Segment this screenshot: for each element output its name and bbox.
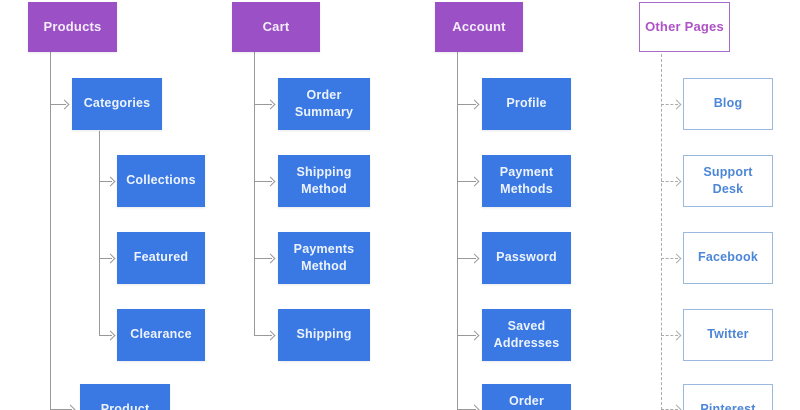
products-trunk-line (50, 52, 51, 410)
node-label: Featured (133, 250, 189, 265)
categories-branch-arrow (50, 104, 66, 105)
node-label: Profile (506, 96, 547, 111)
node-other-pages[interactable]: Other Pages (639, 2, 730, 52)
node-products[interactable]: Products (28, 2, 117, 52)
node-support-desk[interactable]: Support Desk (683, 155, 773, 207)
shipping-branch-arrow (254, 335, 272, 336)
clearance-branch-arrow (99, 335, 112, 336)
node-label: Order History (508, 393, 545, 408)
node-label: Account (452, 18, 506, 34)
node-clearance[interactable]: Clearance (117, 309, 205, 361)
payments-method-branch-arrow (254, 258, 272, 259)
saved-addresses-branch-arrow (457, 335, 476, 336)
node-label: Payments Method (293, 241, 355, 274)
node-payment-methods[interactable]: Payment Methods (482, 155, 571, 207)
profile-branch-arrow (457, 104, 476, 105)
node-collections[interactable]: Collections (117, 155, 205, 207)
node-label: Pinterest (700, 402, 756, 410)
node-label: Other Pages (645, 18, 724, 34)
node-label: Products (43, 18, 102, 34)
node-profile[interactable]: Profile (482, 78, 571, 130)
node-featured[interactable]: Featured (117, 232, 205, 284)
node-label: Shipping Method (296, 164, 352, 197)
node-label: Collections (126, 173, 196, 188)
node-label: Order Summary (294, 87, 354, 120)
node-label: Blog (713, 96, 743, 111)
node-pinterest[interactable]: Pinterest (683, 384, 773, 410)
password-branch-arrow (457, 258, 476, 259)
node-twitter[interactable]: Twitter (683, 309, 773, 361)
node-label: Payment Methods (499, 164, 554, 197)
featured-branch-arrow (99, 258, 112, 259)
node-payments-method[interactable]: Payments Method (278, 232, 370, 284)
facebook-branch-arrow (661, 258, 678, 259)
node-label: Facebook (698, 250, 758, 265)
node-account[interactable]: Account (435, 2, 523, 52)
node-label: Clearance (130, 327, 192, 342)
collections-branch-arrow (99, 181, 112, 182)
node-label: Twitter (707, 327, 749, 342)
categories-trunk-line (99, 131, 100, 335)
node-label: Support Desk (703, 164, 753, 197)
support-desk-branch-arrow (661, 181, 678, 182)
order-summary-branch-arrow (254, 104, 272, 105)
node-label: Cart (262, 18, 290, 34)
node-order-summary[interactable]: Order Summary (278, 78, 370, 130)
node-product[interactable]: Product (80, 384, 170, 410)
payment-methods-branch-arrow (457, 181, 476, 182)
node-blog[interactable]: Blog (683, 78, 773, 130)
twitter-branch-arrow (661, 335, 678, 336)
cart-trunk-line (254, 52, 255, 335)
node-shipping-method[interactable]: Shipping Method (278, 155, 370, 207)
node-label: Saved Addresses (493, 318, 560, 351)
other-pages-trunk-line (661, 54, 662, 410)
node-label: Shipping (296, 327, 352, 342)
node-cart[interactable]: Cart (232, 2, 320, 52)
account-trunk-line (457, 52, 458, 410)
node-categories[interactable]: Categories (72, 78, 162, 130)
shipping-method-branch-arrow (254, 181, 272, 182)
node-order-history[interactable]: Order History (482, 384, 571, 410)
node-label: Categories (83, 96, 151, 111)
node-shipping[interactable]: Shipping (278, 309, 370, 361)
node-password[interactable]: Password (482, 232, 571, 284)
node-saved-addresses[interactable]: Saved Addresses (482, 309, 571, 361)
blog-branch-arrow (661, 104, 678, 105)
node-label: Product (100, 402, 150, 410)
node-facebook[interactable]: Facebook (683, 232, 773, 284)
node-label: Password (496, 250, 557, 265)
